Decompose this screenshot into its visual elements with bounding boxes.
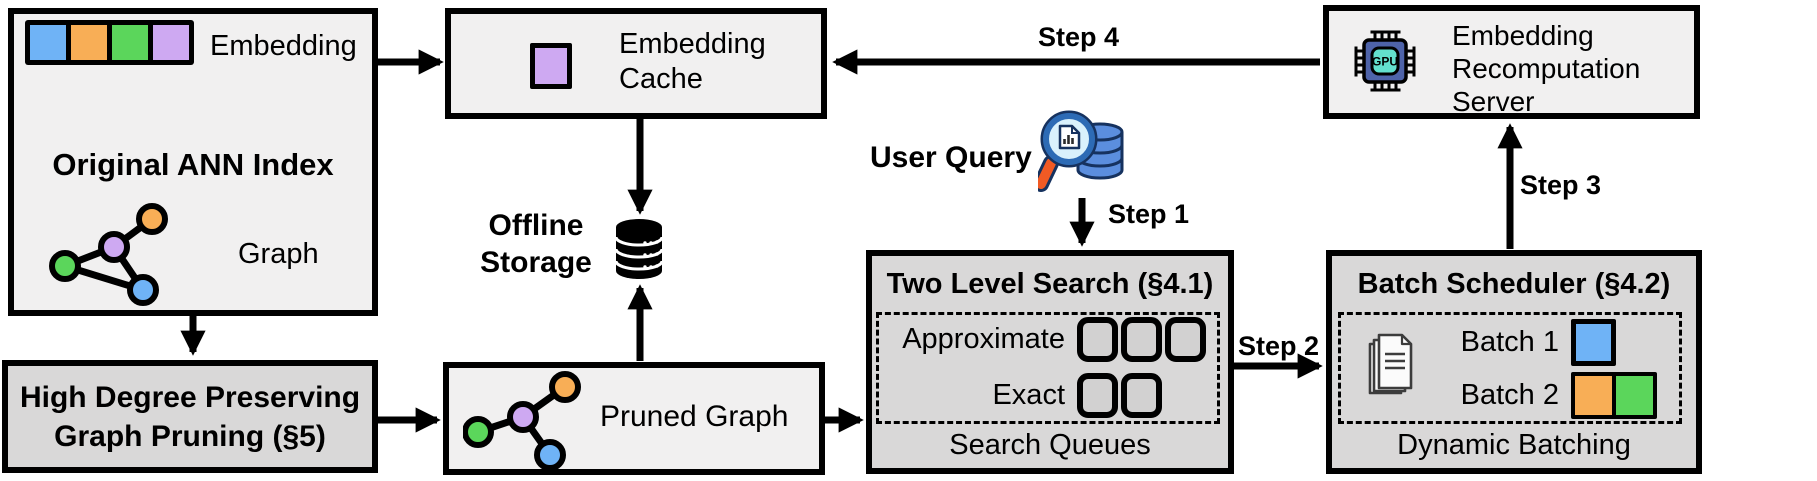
offline-storage-label-line1: Offline [488,209,584,242]
embedding-vector-strip [25,20,194,65]
two-level-search-box: Two Level Search (§4.1) Approximate Exac… [866,250,1234,474]
approximate-label: Approximate [902,323,1065,355]
embedding-cache-title-line1: Embedding [619,28,766,60]
batch-2-query-swatches [1571,372,1657,419]
pruned-graph-box: Pruned Graph [443,362,825,475]
graph-pruning-title-line2: Graph Pruning (§5) [54,420,326,453]
batch-scheduler-box: Batch Scheduler (§4.2) Batch 1 [1326,250,1702,474]
embedding-cell-blue [30,25,66,60]
server-title-line3: Server [1452,86,1535,117]
embedding-cell-green [112,25,148,60]
batch-1-label: Batch 1 [1460,326,1559,358]
recomputation-server-box: GPU Embedding Recomputation Server [1323,5,1700,119]
exact-queue-slot [1121,373,1162,418]
batch-2-swatch-green [1616,376,1653,415]
embedding-cache-title-line2: Cache [619,63,703,95]
exact-label: Exact [992,379,1065,411]
approximate-queue-slot [1121,317,1162,362]
exact-queue-slot [1077,373,1118,418]
approximate-queue-slot [1165,317,1206,362]
dynamic-batching-panel: Batch 1 Batch 2 [1338,312,1682,424]
graph-pruning-box: High Degree Preserving Graph Pruning (§5… [2,360,378,473]
pruned-graph-icon [463,371,581,471]
batch-2-swatch-orange [1575,376,1612,415]
documents-icon [1368,333,1413,395]
batch-1-row: Batch 1 [1441,319,1616,366]
embedding-cell-purple [153,25,189,60]
dynamic-batching-caption: Dynamic Batching [1397,429,1631,461]
step-1-label: Step 1 [1108,199,1190,229]
graph-label: Graph [238,238,319,270]
batch-2-row: Batch 2 [1441,372,1657,419]
embedding-cache-box: Embedding Cache [445,8,827,119]
approximate-queue-row: Approximate [879,317,1217,362]
graph-icon [49,203,168,306]
cached-embedding-swatch [530,43,572,89]
two-level-search-title: Two Level Search (§4.1) [886,268,1214,300]
embedding-label: Embedding [210,30,357,62]
search-queues-caption: Search Queues [949,429,1151,461]
approximate-queue-slot [1077,317,1118,362]
embedding-cell-orange [71,25,107,60]
search-queues-panel: Approximate Exact [876,312,1220,424]
gpu-icon-label: GPU [1372,55,1398,69]
query-search-icon [1038,110,1124,192]
database-icon [614,219,664,279]
pruned-graph-label: Pruned Graph [600,400,789,433]
exact-queue-row: Exact [879,373,1217,418]
gpu-chip-icon: GPU [1354,30,1416,92]
server-title-line1: Embedding [1452,20,1594,51]
batch-scheduler-title: Batch Scheduler (§4.2) [1357,268,1671,300]
original-ann-index-box: Embedding Original ANN Index Graph [8,8,378,316]
offline-storage-label-line2: Storage [480,246,592,279]
step-4-label: Step 4 [1038,22,1120,52]
batch-1-query-swatch [1571,319,1616,366]
user-query-label: User Query [870,141,1032,174]
batch-2-label: Batch 2 [1460,379,1559,411]
step-3-label: Step 3 [1520,170,1602,200]
step-2-label: Step 2 [1238,331,1320,361]
ann-index-title: Original ANN Index [52,147,334,182]
graph-pruning-title-line1: High Degree Preserving [19,381,361,414]
server-title-line2: Recomputation [1452,53,1641,84]
